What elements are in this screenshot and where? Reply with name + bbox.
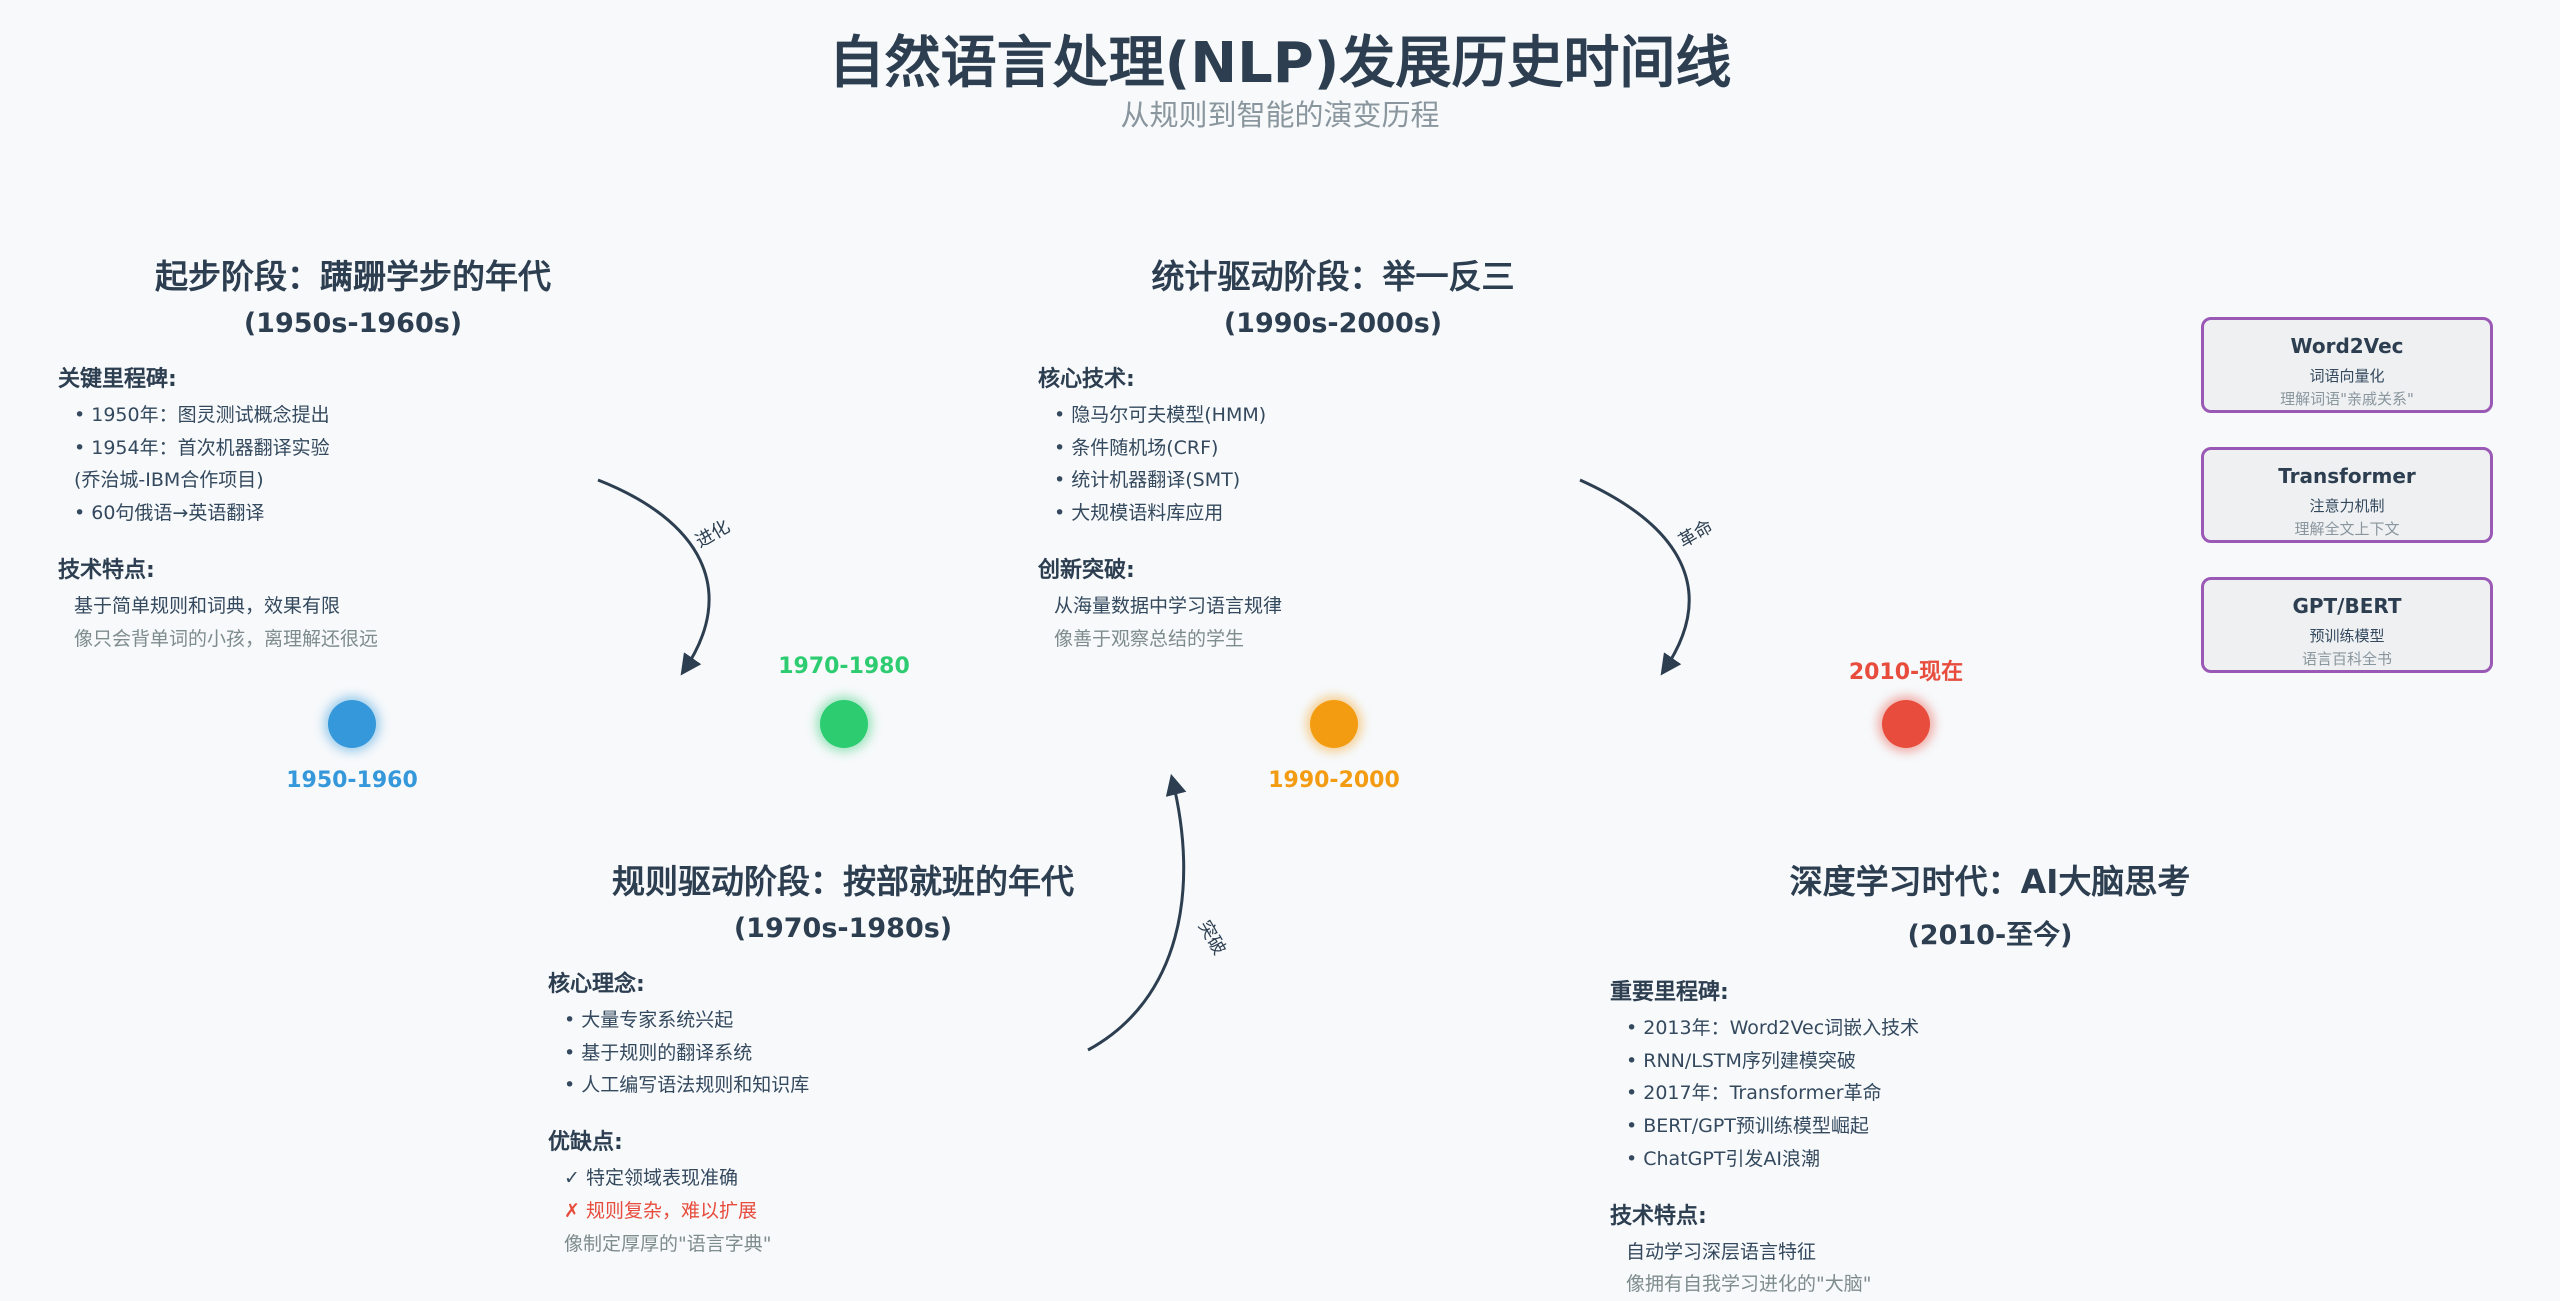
list-item: • 60句俄语→英语翻译: [74, 502, 265, 525]
tech-card-transformer: Transformer 注意力机制 理解全文上下文: [2201, 447, 2493, 543]
timeline-dot-1990: [1310, 700, 1358, 748]
section-label: 技术特点:: [1610, 1203, 1707, 1229]
list-item: • 条件随机场(CRF): [1054, 436, 1219, 459]
list-item: • 1950年：图灵测试概念提出: [74, 404, 330, 426]
card-name: Word2Vec: [2290, 334, 2404, 358]
analogy-text: 像拥有自我学习进化的"大脑": [1626, 1273, 1872, 1296]
timeline-dot-1950: [328, 700, 376, 748]
list-item: • 大量专家系统兴起: [564, 1009, 734, 1031]
list-item: • 隐马尔可夫模型(HMM): [1054, 404, 1267, 426]
stage-statistical: 统计驱动阶段：举一反三 (1990s-2000s) 核心技术: • 隐马尔可夫模…: [1038, 250, 1628, 655]
timeline-label-2010: 2010-现在: [1848, 660, 1964, 685]
tech-card-gpt-bert: GPT/BERT 预训练模型 语言百科全书: [2201, 577, 2493, 673]
section-label: 核心技术:: [1038, 367, 1135, 392]
card-desc: 注意力机制: [2309, 497, 2385, 515]
arrow-evolution: [597, 478, 711, 676]
con-text: ✗ 规则复杂，难以扩展: [564, 1199, 757, 1222]
section-label: 关键里程碑:: [58, 367, 177, 392]
section-label: 重要里程碑:: [1610, 980, 1729, 1005]
timeline-dot-2010: [1882, 700, 1930, 748]
feature-text: 基于简单规则和词典，效果有限: [74, 594, 341, 617]
feature-text: 从海量数据中学习语言规律: [1054, 594, 1283, 617]
tech-card-word2vec: Word2Vec 词语向量化 理解词语"亲戚关系": [2201, 317, 2493, 413]
timeline-label-1970: 1970-1980: [778, 654, 910, 679]
arrow-breakthrough: [1087, 773, 1187, 1052]
stage-title: 规则驱动阶段：按部就班的年代: [612, 862, 1074, 901]
list-item: • 大规模语料库应用: [1054, 502, 1224, 525]
list-item: (乔治城-IBM合作项目): [74, 469, 264, 492]
card-desc: 词语向量化: [2309, 367, 2385, 385]
stage-title: 深度学习时代：AI大脑思考: [1789, 862, 2191, 901]
list-item: • 基于规则的翻译系统: [564, 1041, 753, 1064]
arrow-evolution-label: 进化: [692, 516, 734, 552]
timeline-label-1950: 1950-1960: [286, 768, 418, 793]
arrow-revolution-label: 革命: [1675, 516, 1717, 552]
stage-period: (2010-至今): [1907, 920, 2073, 951]
arrow-revolution: [1579, 478, 1691, 676]
section-label: 优缺点:: [548, 1130, 623, 1156]
stage-deep-learning: 深度学习时代：AI大脑思考 (2010-至今) 重要里程碑: • 2013年：W…: [1610, 855, 2370, 1301]
card-name: Transformer: [2278, 464, 2416, 488]
timeline-label-1990: 1990-2000: [1268, 768, 1400, 793]
list-item: • ChatGPT引发AI浪潮: [1626, 1147, 1821, 1170]
list-item: • 2013年：Word2Vec词嵌入技术: [1626, 1017, 1920, 1039]
timeline-dot-1970: [820, 700, 868, 748]
page-title: 自然语言处理(NLP)发展历史时间线: [828, 31, 1732, 96]
analogy-text: 像善于观察总结的学生: [1054, 627, 1245, 650]
analogy-text: 像只会背单词的小孩，离理解还很远: [74, 627, 379, 650]
pro-text: ✓ 特定领域表现准确: [564, 1167, 738, 1190]
stage-period: (1950s-1960s): [243, 308, 463, 339]
section-label: 核心理念:: [548, 972, 645, 997]
card-sub: 理解全文上下文: [2294, 520, 2400, 538]
page-subtitle: 从规则到智能的演变历程: [1120, 98, 1440, 132]
stage-period: (1970s-1980s): [733, 913, 953, 944]
list-item: • 2017年：Transformer革命: [1626, 1082, 1882, 1105]
list-item: • 人工编写语法规则和知识库: [564, 1074, 810, 1097]
stage-title: 统计驱动阶段：举一反三: [1151, 257, 1515, 296]
analogy-text: 像制定厚厚的"语言字典": [564, 1232, 772, 1255]
arrow-breakthrough-label: 突破: [1194, 917, 1230, 959]
card-desc: 预训练模型: [2309, 627, 2385, 645]
feature-text: 自动学习深层语言特征: [1626, 1240, 1817, 1263]
list-item: • 统计机器翻译(SMT): [1054, 469, 1241, 492]
list-item: • 1954年：首次机器翻译实验: [74, 436, 330, 459]
section-label: 创新突破:: [1038, 557, 1135, 583]
section-label: 技术特点:: [58, 557, 155, 583]
card-name: GPT/BERT: [2292, 594, 2402, 618]
stage-rule-based: 规则驱动阶段：按部就班的年代 (1970s-1980s) 核心理念: • 大量专…: [548, 855, 1138, 1260]
card-sub: 语言百科全书: [2301, 650, 2392, 668]
list-item: • BERT/GPT预训练模型崛起: [1626, 1115, 1869, 1138]
stage-period: (1990s-2000s): [1223, 308, 1443, 339]
list-item: • RNN/LSTM序列建模突破: [1626, 1049, 1856, 1072]
stage-early: 起步阶段：蹒跚学步的年代 (1950s-1960s) 关键里程碑: • 1950…: [58, 250, 648, 655]
stage-title: 起步阶段：蹒跚学步的年代: [155, 257, 551, 296]
card-sub: 理解词语"亲戚关系": [2280, 390, 2414, 408]
